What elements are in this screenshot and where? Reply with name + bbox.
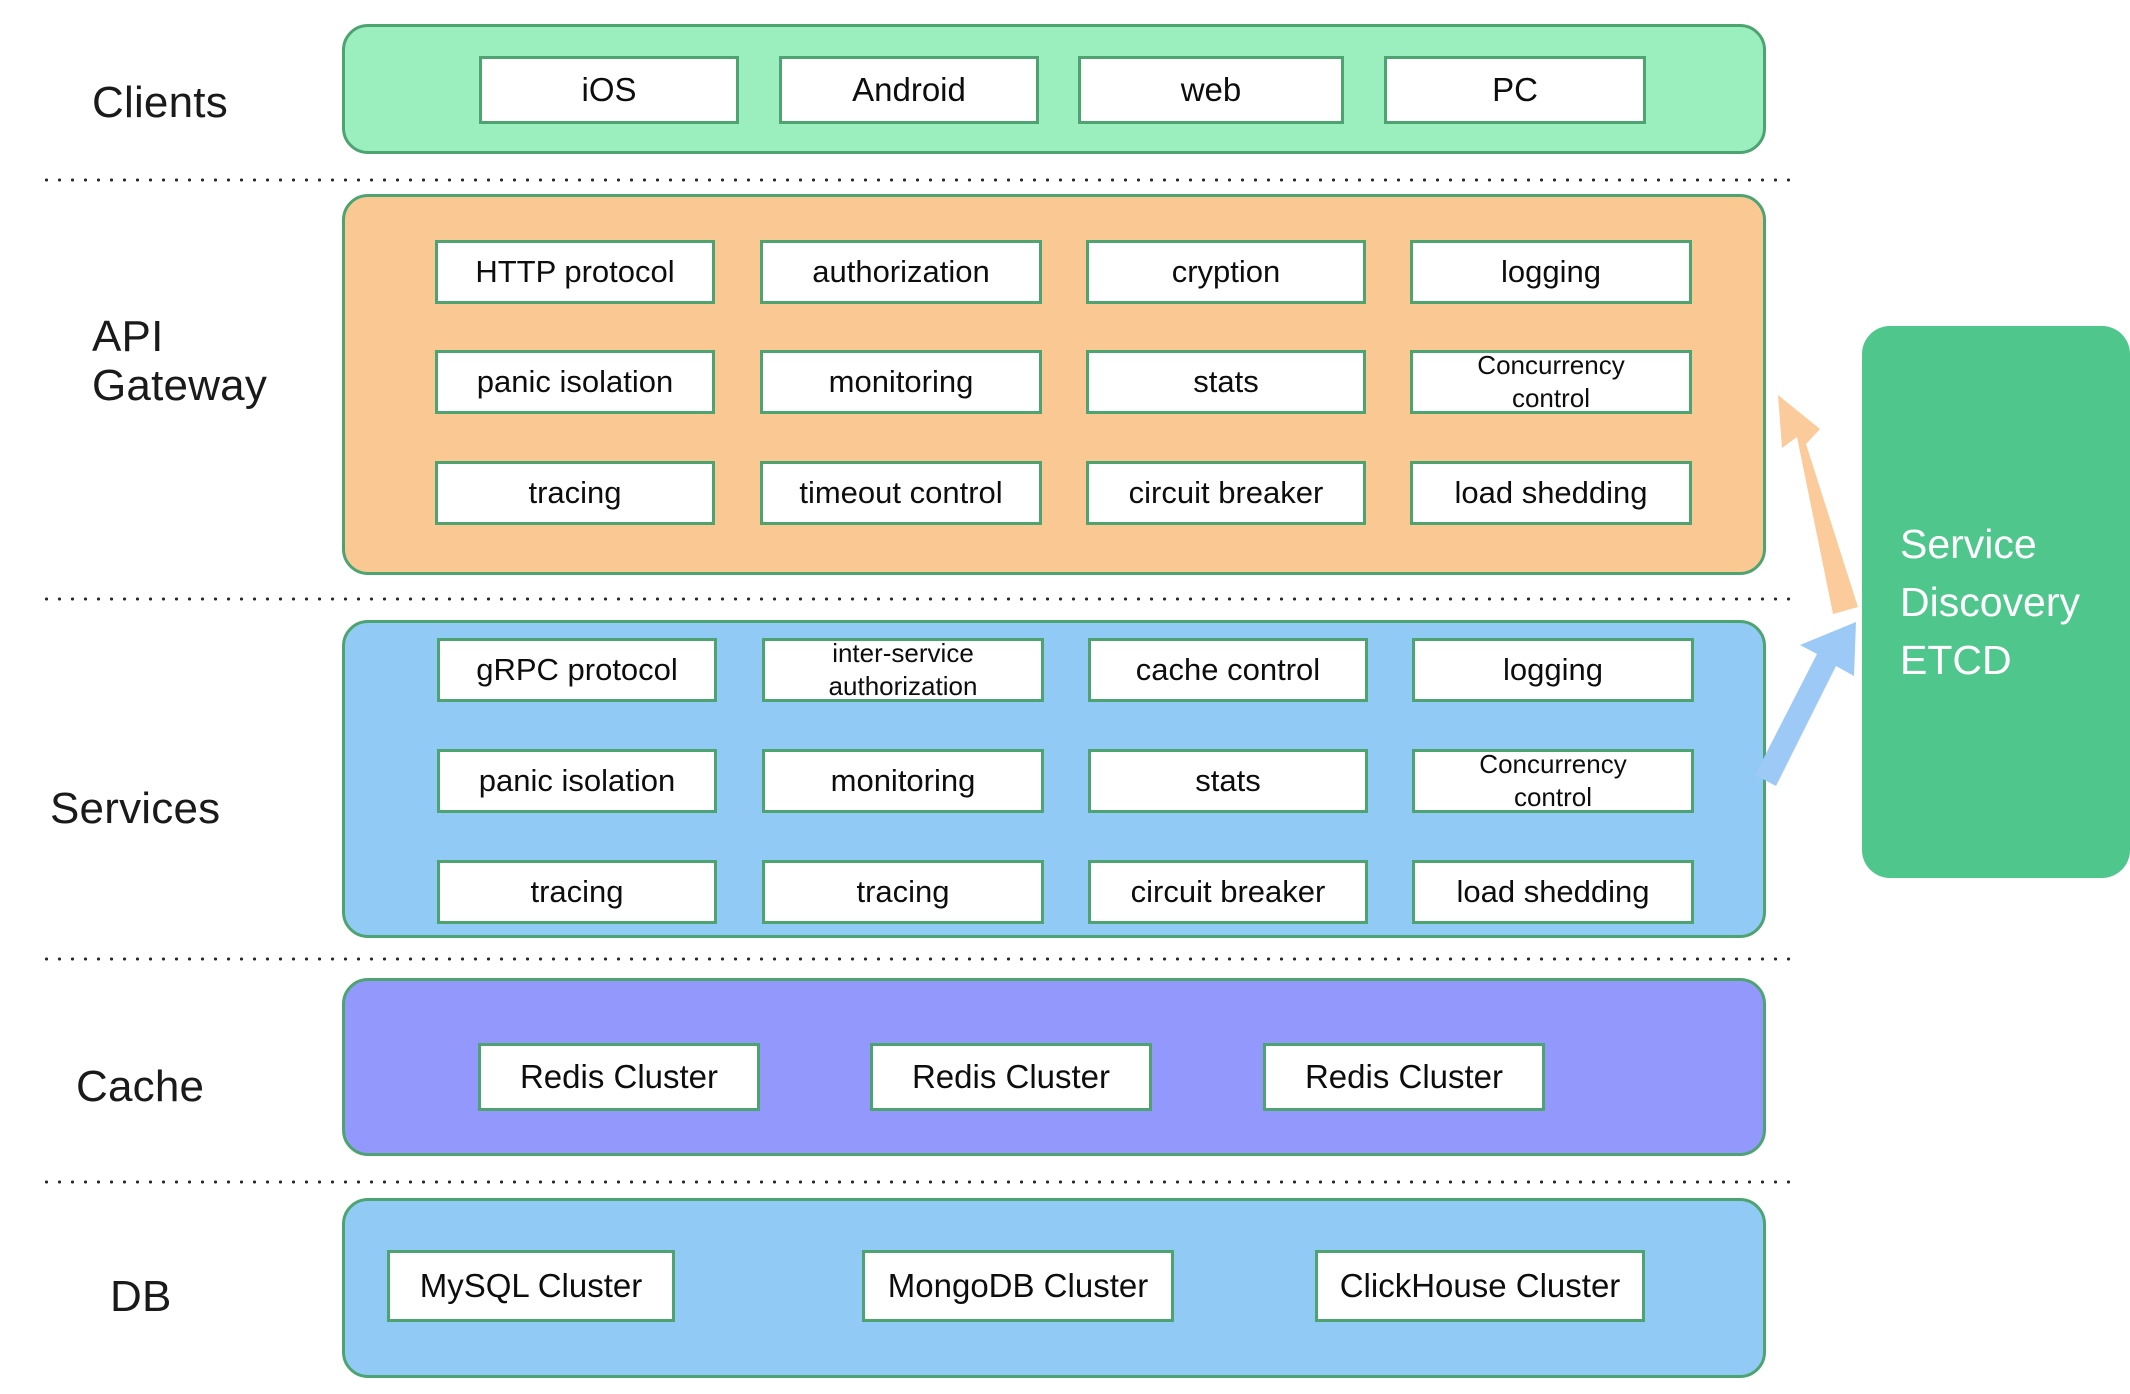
- row-label-cache: Cache: [76, 1062, 205, 1111]
- gateway-box-logging[interactable]: logging: [1410, 240, 1692, 304]
- client-box-pc[interactable]: PC: [1384, 56, 1646, 124]
- gateway-box-http-protocol[interactable]: HTTP protocol: [435, 240, 715, 304]
- services-box-grpc-protocol[interactable]: gRPC protocol: [437, 638, 717, 702]
- arrow-etcd-to-api-gateway: [1778, 395, 1858, 614]
- db-box-clickhouse-cluster[interactable]: ClickHouse Cluster: [1315, 1250, 1645, 1322]
- db-box-mongodb-cluster[interactable]: MongoDB Cluster: [862, 1250, 1174, 1322]
- services-box-tracing-1[interactable]: tracing: [437, 860, 717, 924]
- gateway-box-stats[interactable]: stats: [1086, 350, 1366, 414]
- gateway-box-monitoring[interactable]: monitoring: [760, 350, 1042, 414]
- service-discovery-etcd-panel[interactable]: Service Discovery ETCD: [1862, 326, 2130, 878]
- separator-cache-db: [40, 1180, 1790, 1184]
- gateway-box-concurrency-control[interactable]: Concurrency control: [1410, 350, 1692, 414]
- row-label-services: Services: [50, 784, 221, 833]
- services-box-load-shedding[interactable]: load shedding: [1412, 860, 1694, 924]
- gateway-box-tracing[interactable]: tracing: [435, 461, 715, 525]
- services-box-cache-control[interactable]: cache control: [1088, 638, 1368, 702]
- cache-box-redis-cluster-2[interactable]: Redis Cluster: [870, 1043, 1152, 1111]
- cache-box-redis-cluster-3[interactable]: Redis Cluster: [1263, 1043, 1545, 1111]
- gateway-box-cryption[interactable]: cryption: [1086, 240, 1366, 304]
- row-label-api-gateway: API Gateway: [92, 312, 268, 411]
- row-label-clients: Clients: [92, 78, 228, 127]
- services-box-circuit-breaker[interactable]: circuit breaker: [1088, 860, 1368, 924]
- arrow-services-to-etcd: [1755, 622, 1856, 786]
- cache-box-redis-cluster-1[interactable]: Redis Cluster: [478, 1043, 760, 1111]
- row-label-db: DB: [110, 1272, 172, 1321]
- gateway-box-authorization[interactable]: authorization: [760, 240, 1042, 304]
- services-box-tracing-2[interactable]: tracing: [762, 860, 1044, 924]
- services-box-panic-isolation[interactable]: panic isolation: [437, 749, 717, 813]
- db-box-mysql-cluster[interactable]: MySQL Cluster: [387, 1250, 675, 1322]
- services-box-monitoring[interactable]: monitoring: [762, 749, 1044, 813]
- client-box-android[interactable]: Android: [779, 56, 1039, 124]
- gateway-box-load-shedding[interactable]: load shedding: [1410, 461, 1692, 525]
- separator-clients-gateway: [40, 178, 1790, 182]
- services-box-inter-service-authorization[interactable]: inter-service authorization: [762, 638, 1044, 702]
- services-box-concurrency-control[interactable]: Concurrency control: [1412, 749, 1694, 813]
- client-box-web[interactable]: web: [1078, 56, 1344, 124]
- services-box-logging[interactable]: logging: [1412, 638, 1694, 702]
- services-box-stats[interactable]: stats: [1088, 749, 1368, 813]
- gateway-box-timeout-control[interactable]: timeout control: [760, 461, 1042, 525]
- separator-gateway-services: [40, 597, 1790, 601]
- gateway-box-panic-isolation[interactable]: panic isolation: [435, 350, 715, 414]
- separator-services-cache: [40, 957, 1790, 961]
- client-box-ios[interactable]: iOS: [479, 56, 739, 124]
- gateway-box-circuit-breaker[interactable]: circuit breaker: [1086, 461, 1366, 525]
